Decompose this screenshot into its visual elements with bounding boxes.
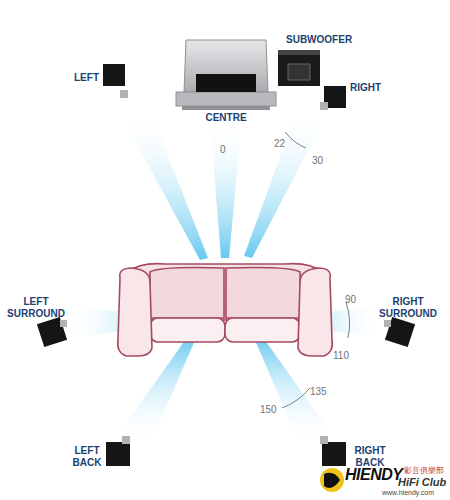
angle-arc xyxy=(282,132,350,408)
angle-number: 90 xyxy=(345,294,356,306)
angle-number: 110 xyxy=(333,350,349,362)
logo-url: www.hiendy.com xyxy=(382,489,434,497)
speaker-label: RIGHT BACK xyxy=(350,445,390,468)
logo-subtitle: HiFi Club xyxy=(398,476,446,489)
speaker-label: RIGHT SURROUND xyxy=(374,296,442,319)
sound-beam xyxy=(68,108,382,444)
logo-text: HIENDY xyxy=(345,466,402,484)
speaker-label: SUBWOOFER xyxy=(286,34,352,46)
speaker-label: RIGHT xyxy=(350,82,381,94)
speaker-label: CENTRE xyxy=(198,112,254,124)
speaker-label: LEFT BACK xyxy=(70,445,104,468)
tv-centre-speaker xyxy=(176,40,276,110)
subwoofer-box xyxy=(278,50,320,86)
sofa xyxy=(118,264,333,356)
logo-chinese: 影音俱樂部 xyxy=(404,466,444,475)
angle-number: 135 xyxy=(310,386,327,398)
angle-number: 22 xyxy=(274,138,285,150)
speaker-cube xyxy=(37,64,415,466)
logo-mark xyxy=(320,468,344,492)
speaker-label: LEFT xyxy=(74,72,99,84)
speaker-label: LEFT SURROUND xyxy=(4,296,68,319)
angle-number: 0 xyxy=(220,144,226,156)
angle-number: 30 xyxy=(312,155,323,167)
angle-number: 150 xyxy=(260,404,277,416)
